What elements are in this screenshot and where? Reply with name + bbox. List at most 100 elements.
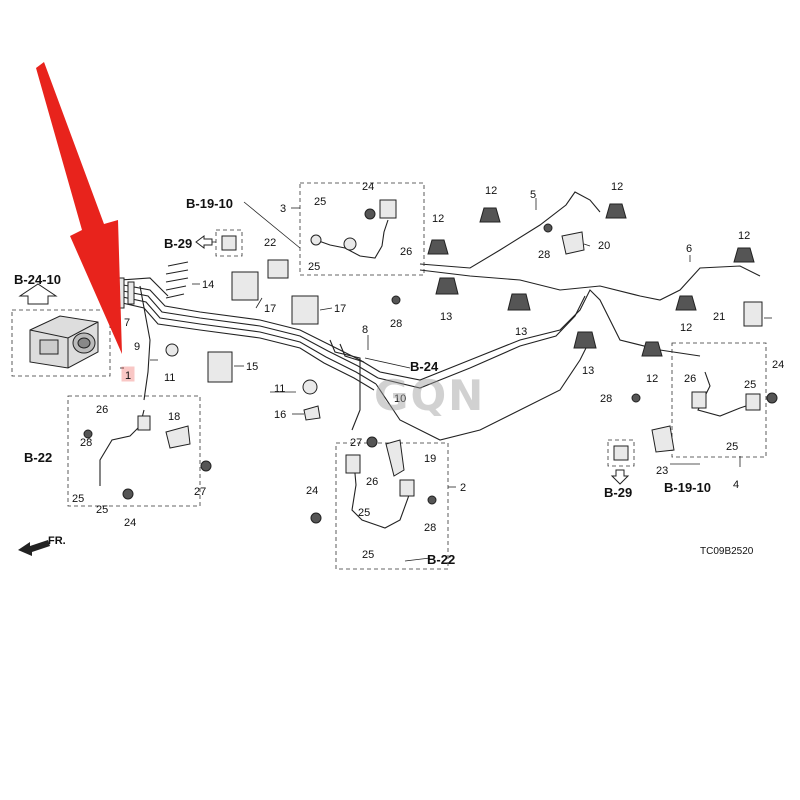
rear-brake-pipes	[329, 191, 761, 441]
callout-23[interactable]: 23	[656, 465, 668, 477]
callout-14[interactable]: 14	[202, 279, 214, 291]
bolt-28-e	[427, 495, 437, 505]
callout-13-a[interactable]: 13	[440, 311, 452, 323]
bolt-24-left	[122, 488, 134, 500]
ref-b29-right[interactable]: B-29	[604, 485, 632, 500]
callout-28-a[interactable]: 28	[390, 318, 402, 330]
callout-6[interactable]: 6	[686, 243, 692, 255]
spring-14	[165, 261, 189, 299]
callout-7[interactable]: 7	[124, 317, 130, 329]
callout-28-c[interactable]: 28	[600, 393, 612, 405]
callout-26-d[interactable]: 26	[366, 476, 378, 488]
callout-24-a[interactable]: 24	[362, 181, 374, 193]
clip-12-d	[733, 247, 755, 263]
callout-2[interactable]: 2	[460, 482, 466, 494]
bolt-28-d	[83, 429, 93, 439]
ref-b24-10[interactable]: B-24-10	[14, 272, 61, 287]
clip-12-c	[427, 239, 449, 255]
callout-17-a[interactable]: 17	[264, 303, 276, 315]
callout-25-e[interactable]: 25	[72, 493, 84, 505]
callout-26-c[interactable]: 26	[96, 404, 108, 416]
callout-27-a[interactable]: 27	[194, 486, 206, 498]
callout-24-c[interactable]: 24	[124, 517, 136, 529]
callout-5[interactable]: 5	[530, 189, 536, 201]
abs-modulator-unit	[11, 309, 111, 377]
callout-22[interactable]: 22	[264, 237, 276, 249]
clamp-15	[207, 351, 233, 383]
callout-12-e[interactable]: 12	[680, 322, 692, 334]
callout-11-b[interactable]: 11	[274, 383, 285, 395]
callout-25-f[interactable]: 25	[96, 504, 108, 516]
bracket-23	[651, 425, 675, 453]
callout-12-d[interactable]: 12	[738, 230, 750, 242]
callout-13-b[interactable]: 13	[515, 326, 527, 338]
callout-18[interactable]: 18	[168, 411, 180, 423]
ref-b19-10-top[interactable]: B-19-10	[186, 196, 233, 211]
b29-box-left	[215, 229, 243, 257]
callout-12-b[interactable]: 12	[611, 181, 623, 193]
fr-label: FR.	[48, 535, 66, 547]
callout-28-e[interactable]: 28	[424, 522, 436, 534]
callout-25-c[interactable]: 25	[744, 379, 756, 391]
callout-17-b[interactable]: 17	[334, 303, 346, 315]
callout-1[interactable]: 1	[125, 370, 131, 382]
callout-15[interactable]: 15	[246, 361, 258, 373]
callout-26-a[interactable]: 26	[400, 246, 412, 258]
ref-b22-mid[interactable]: B-22	[427, 552, 455, 567]
ref-b29-left[interactable]: B-29	[164, 236, 192, 251]
callout-12-c[interactable]: 12	[432, 213, 444, 225]
callout-19[interactable]: 19	[424, 453, 436, 465]
down-arrow-icon	[610, 469, 630, 485]
brake-hose-2	[345, 439, 415, 529]
callout-25-g[interactable]: 25	[358, 507, 370, 519]
brake-pipe-bundle	[117, 277, 381, 401]
ref-b19-10-bottom[interactable]: B-19-10	[664, 480, 711, 495]
callout-20[interactable]: 20	[598, 240, 610, 252]
clip-12-f	[641, 341, 663, 357]
bolt-28-c	[631, 393, 641, 403]
callout-25-b[interactable]: 25	[308, 261, 320, 273]
callout-9[interactable]: 9	[134, 341, 140, 353]
bolt-27-a	[200, 460, 212, 472]
highlight-arrow	[36, 62, 122, 354]
clip-12-b	[605, 203, 627, 219]
callout-4[interactable]: 4	[733, 479, 739, 491]
callout-21[interactable]: 21	[713, 311, 725, 323]
grommet-11-a	[165, 343, 179, 357]
callout-8[interactable]: 8	[362, 324, 368, 336]
bracket-21	[743, 301, 763, 327]
assembly-box-left	[67, 395, 201, 507]
front-direction-arrow-icon	[18, 540, 50, 556]
callout-11-a[interactable]: 11	[164, 372, 175, 384]
nut-29-left	[221, 235, 237, 251]
up-arrow-icon	[18, 283, 58, 305]
callout-10[interactable]: 10	[394, 393, 406, 405]
callout-12-f[interactable]: 12	[646, 373, 658, 385]
callout-12-a[interactable]: 12	[485, 185, 497, 197]
brake-hose-3	[310, 199, 397, 259]
assembly-box-4	[671, 342, 767, 458]
callout-13-c[interactable]: 13	[582, 365, 594, 377]
callout-28-b[interactable]: 28	[538, 249, 550, 261]
callout-3[interactable]: 3	[280, 203, 286, 215]
callout-25-a[interactable]: 25	[314, 196, 326, 208]
ref-b22-left[interactable]: B-22	[24, 450, 52, 465]
callout-28-d[interactable]: 28	[80, 437, 92, 449]
callout-27-b[interactable]: 27	[350, 437, 362, 449]
callout-26-b[interactable]: 26	[684, 373, 696, 385]
callout-24-d[interactable]: 24	[306, 485, 318, 497]
callout-24-b[interactable]: 24	[772, 359, 784, 371]
brake-hose-left	[99, 409, 191, 486]
ref-b24-mid[interactable]: B-24	[410, 359, 439, 374]
callout-16[interactable]: 16	[274, 409, 286, 421]
callout-25-d[interactable]: 25	[726, 441, 738, 453]
clamp-17-a	[231, 271, 259, 301]
clip-13-c	[573, 331, 597, 349]
diagram-code: TC09B2520	[700, 546, 754, 557]
callout-25-h[interactable]: 25	[362, 549, 374, 561]
clip-12-a	[479, 207, 501, 223]
b29-box-right	[607, 439, 635, 467]
left-arrow-icon	[195, 235, 213, 249]
clamp-17-b	[291, 295, 319, 325]
